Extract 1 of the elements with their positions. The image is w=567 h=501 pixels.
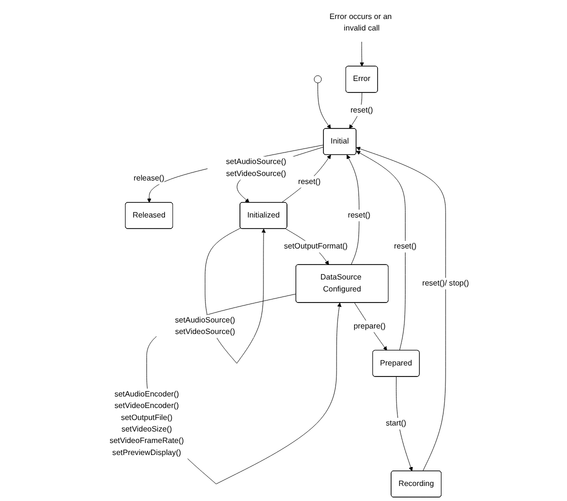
node-circle xyxy=(314,75,322,84)
